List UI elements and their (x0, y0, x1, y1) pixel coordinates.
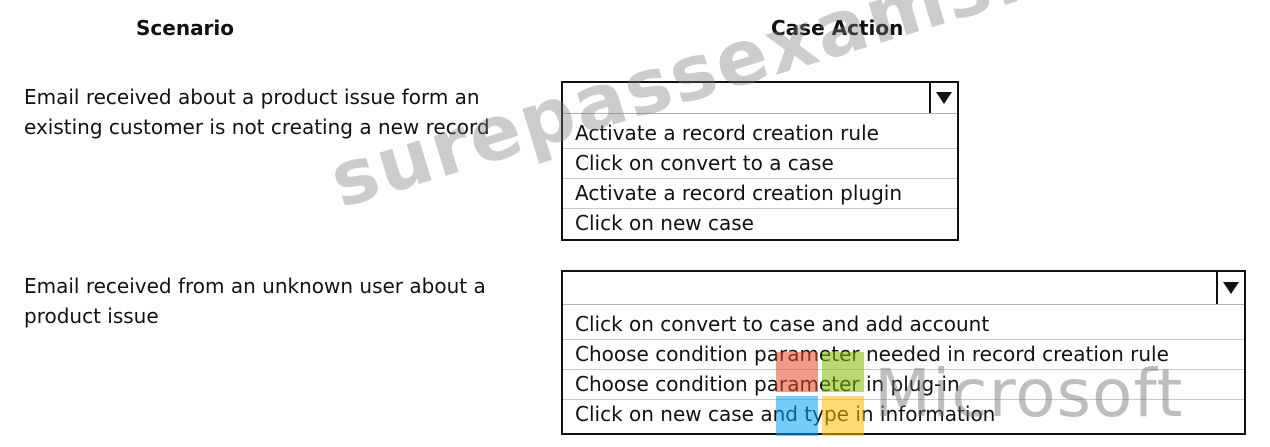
dropdown-option[interactable]: Activate a record creation plugin (563, 179, 957, 209)
dropdown-option[interactable]: Click on convert to case and add account (563, 310, 1244, 340)
scenario-header: Scenario (136, 16, 235, 40)
chevron-down-icon (936, 92, 952, 104)
dropdown-option[interactable]: Activate a record creation rule (563, 119, 957, 149)
dropdown-toggle-button[interactable] (929, 83, 957, 113)
chevron-down-icon (1223, 282, 1239, 294)
dropdown-option[interactable]: Click on new case and type in informatio… (575, 402, 996, 426)
dropdown-option[interactable]: Choose condition parameter in plug-in (563, 370, 1244, 400)
dropdown-option[interactable]: Choose condition parameter needed in rec… (563, 340, 1244, 370)
case-action-dropdown-2[interactable]: Click on convert to case and add account… (561, 270, 1246, 435)
scenario-text-2: Email received from an unknown user abou… (24, 274, 486, 328)
dropdown-selected-value[interactable] (563, 272, 1244, 304)
dropdown-toggle-button[interactable] (1216, 272, 1244, 304)
scenario-text-1: Email received about a product issue for… (24, 85, 490, 139)
case-action-dropdown-1[interactable]: Activate a record creation rule Click on… (561, 81, 959, 241)
dropdown-selected-value[interactable] (563, 83, 957, 114)
dropdown-option-list: Click on convert to case and add account… (563, 304, 1244, 429)
case-action-header: Case Action (771, 16, 904, 40)
dropdown-option-list: Activate a record creation rule Click on… (563, 114, 957, 238)
dropdown-option[interactable]: Click on convert to a case (563, 149, 957, 179)
dropdown-option[interactable]: Click on new case (575, 211, 754, 235)
